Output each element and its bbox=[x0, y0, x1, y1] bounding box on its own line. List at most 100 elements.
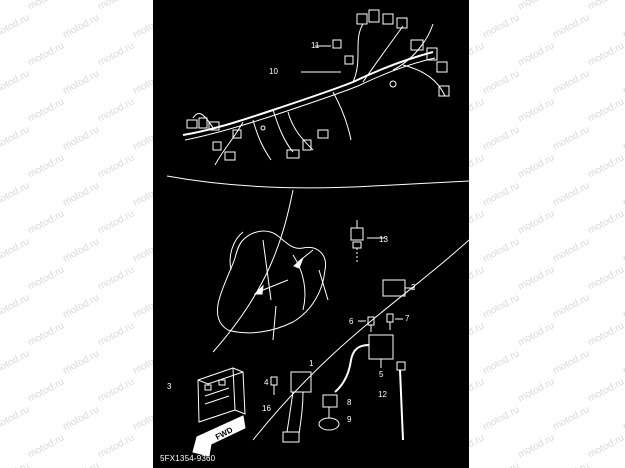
ignition-coil bbox=[334, 334, 394, 393]
watermark-text: motod.ru bbox=[26, 208, 66, 236]
bolts-6-7 bbox=[358, 313, 403, 332]
watermark-text: motod.ru bbox=[516, 208, 556, 236]
callout-6: 6 bbox=[349, 317, 354, 326]
watermark-text: motod.ru bbox=[96, 208, 136, 236]
watermark-text: motod.ru bbox=[516, 0, 556, 13]
watermark-text: motod.ru bbox=[621, 236, 625, 264]
fwd-arrow bbox=[192, 415, 246, 457]
watermark-text: motod.ru bbox=[481, 124, 521, 152]
watermark-text: motod.ru bbox=[551, 292, 591, 320]
watermark-text: motod.ru bbox=[26, 264, 66, 292]
watermark-text: motod.ru bbox=[516, 264, 556, 292]
watermark-text: motod.ru bbox=[551, 68, 591, 96]
callout-2: 2 bbox=[411, 283, 416, 292]
divider-curve-top bbox=[166, 175, 469, 189]
watermark-text: motod.ru bbox=[621, 404, 625, 432]
watermark-text: motod.ru bbox=[621, 348, 625, 376]
watermark-text: motod.ru bbox=[96, 432, 136, 460]
callout-4: 4 bbox=[264, 378, 269, 387]
watermark-text: motod.ru bbox=[481, 404, 521, 432]
callout-9: 9 bbox=[347, 415, 352, 424]
watermark-text: motod.ru bbox=[26, 96, 66, 124]
watermark-text: motod.ru bbox=[61, 348, 101, 376]
watermark-text: motod.ru bbox=[586, 208, 625, 236]
watermark-text: motod.ru bbox=[61, 68, 101, 96]
watermark-text: motod.ru bbox=[586, 320, 625, 348]
watermark-text: motod.ru bbox=[586, 0, 625, 13]
watermark-text: motod.ru bbox=[26, 152, 66, 180]
relay-part bbox=[382, 279, 415, 297]
watermark-text: motod.ru bbox=[481, 68, 521, 96]
spark-plug-cap bbox=[318, 394, 340, 431]
callout-11: 11 bbox=[311, 41, 320, 50]
watermark-text: motod.ru bbox=[0, 180, 31, 208]
watermark-text: motod.ru bbox=[0, 12, 31, 40]
watermark-text: motod.ru bbox=[0, 124, 31, 152]
watermark-text: motod.ru bbox=[481, 292, 521, 320]
watermark-text: motod.ru bbox=[621, 292, 625, 320]
callout-13: 13 bbox=[379, 235, 388, 244]
watermark-text: motod.ru bbox=[96, 320, 136, 348]
watermark-text: motod.ru bbox=[621, 68, 625, 96]
watermark-text: motod.ru bbox=[26, 376, 66, 404]
watermark-text: motod.ru bbox=[586, 96, 625, 124]
watermark-text: motod.ru bbox=[481, 12, 521, 40]
strap-part bbox=[396, 361, 406, 441]
part-code: 5FX1354-9360 bbox=[160, 454, 216, 463]
watermark-text: motod.ru bbox=[61, 124, 101, 152]
watermark-text: motod.ru bbox=[96, 40, 136, 68]
watermark-text: motod.ru bbox=[551, 348, 591, 376]
watermark-text: motod.ru bbox=[621, 180, 625, 208]
watermark-text: motod.ru bbox=[96, 0, 136, 13]
watermark-text: motod.ru bbox=[586, 264, 625, 292]
callout-3: 3 bbox=[167, 382, 172, 391]
watermark-text: motod.ru bbox=[61, 236, 101, 264]
regulator-unit bbox=[270, 371, 312, 443]
divider-curve-right bbox=[252, 239, 469, 441]
watermark-text: motod.ru bbox=[26, 432, 66, 460]
watermark-text: motod.ru bbox=[481, 236, 521, 264]
watermark-text: motod.ru bbox=[516, 376, 556, 404]
watermark-text: motod.ru bbox=[0, 404, 31, 432]
watermark-text: motod.ru bbox=[586, 40, 625, 68]
watermark-text: motod.ru bbox=[96, 376, 136, 404]
watermark-text: motod.ru bbox=[96, 96, 136, 124]
watermark-text: motod.ru bbox=[551, 124, 591, 152]
callout-8: 8 bbox=[347, 398, 352, 407]
watermark-text: motod.ru bbox=[551, 180, 591, 208]
watermark-text: motod.ru bbox=[516, 96, 556, 124]
wiring-diagram-panel: 10 11 13 2 6 7 1 5 3 4 12 8 9 16 FWD 5FX… bbox=[153, 0, 469, 468]
watermark-text: motod.ru bbox=[96, 264, 136, 292]
watermark-text: motod.ru bbox=[61, 12, 101, 40]
watermark-text: motod.ru bbox=[96, 152, 136, 180]
watermark-text: motod.ru bbox=[0, 292, 31, 320]
callout-16: 16 bbox=[262, 404, 271, 413]
watermark-text: motod.ru bbox=[586, 432, 625, 460]
ignition-switch bbox=[350, 220, 385, 262]
watermark-text: motod.ru bbox=[61, 180, 101, 208]
watermark-text: motod.ru bbox=[61, 292, 101, 320]
watermark-text: motod.ru bbox=[0, 348, 31, 376]
diagram-drawing bbox=[166, 9, 469, 457]
watermark-text: motod.ru bbox=[0, 68, 31, 96]
callout-10: 10 bbox=[269, 67, 278, 76]
watermark-text: motod.ru bbox=[481, 460, 521, 468]
watermark-text: motod.ru bbox=[551, 12, 591, 40]
watermark-text: motod.ru bbox=[516, 320, 556, 348]
watermark-text: motod.ru bbox=[621, 12, 625, 40]
watermark-text: motod.ru bbox=[621, 124, 625, 152]
battery bbox=[197, 367, 246, 423]
watermark-text: motod.ru bbox=[26, 0, 66, 13]
callout-7: 7 bbox=[405, 314, 410, 323]
watermark-text: motod.ru bbox=[481, 180, 521, 208]
watermark-text: motod.ru bbox=[516, 152, 556, 180]
callout-12: 12 bbox=[378, 390, 387, 399]
callout-1: 1 bbox=[309, 359, 314, 368]
watermark-text: motod.ru bbox=[586, 152, 625, 180]
watermark-text: motod.ru bbox=[516, 40, 556, 68]
watermark-text: motod.ru bbox=[551, 460, 591, 468]
motorcycle-outline bbox=[216, 230, 327, 334]
watermark-text: motod.ru bbox=[26, 320, 66, 348]
watermark-text: motod.ru bbox=[0, 236, 31, 264]
